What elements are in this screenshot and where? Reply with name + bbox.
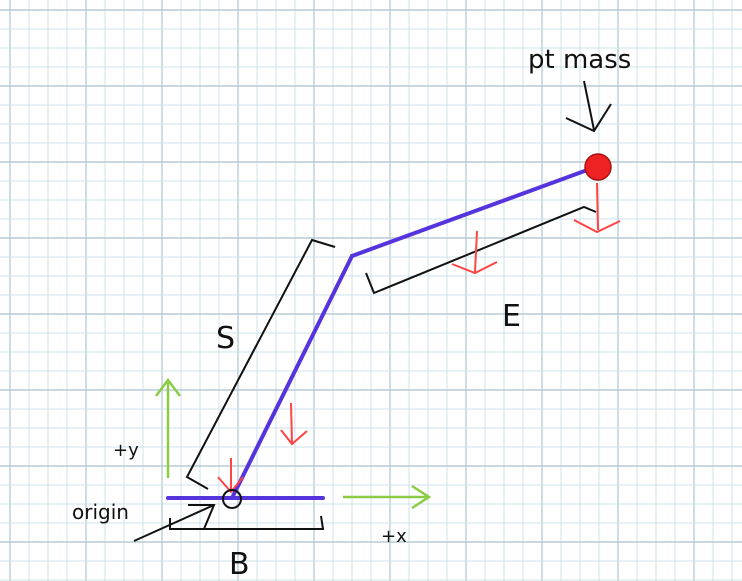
origin-label: origin <box>72 500 129 524</box>
origin-circle <box>222 489 242 509</box>
arm-segment-e <box>350 167 592 258</box>
force-arrow-pt-mass <box>573 182 621 234</box>
segment-b-bracket <box>169 515 325 530</box>
pointer-arrows <box>133 80 612 542</box>
force-arrow-segment-e <box>451 230 498 275</box>
force-arrow-origin <box>217 458 244 494</box>
point-mass-circle <box>584 153 612 181</box>
axis-x-label: +x <box>381 526 407 547</box>
axes <box>155 377 432 510</box>
brackets <box>169 205 597 530</box>
force-arrow-segment-s <box>280 402 308 446</box>
segment-s-label: S <box>216 321 235 356</box>
segment-e-bracket <box>365 205 597 295</box>
x-axis-arrowhead <box>411 484 432 510</box>
segment-e-label: E <box>502 299 521 334</box>
pt-mass-pointer-arrow <box>565 80 612 133</box>
origin-pointer-arrow <box>133 504 216 542</box>
segment-b-label: B <box>229 547 250 581</box>
arm-segment-s <box>230 254 354 500</box>
pt-mass-label: pt mass <box>528 45 631 75</box>
arm <box>166 167 592 500</box>
y-axis-arrowhead <box>155 377 181 397</box>
axis-y-label: +y <box>113 440 139 461</box>
segment-s-bracket <box>185 238 336 490</box>
force-arrows <box>217 182 621 494</box>
